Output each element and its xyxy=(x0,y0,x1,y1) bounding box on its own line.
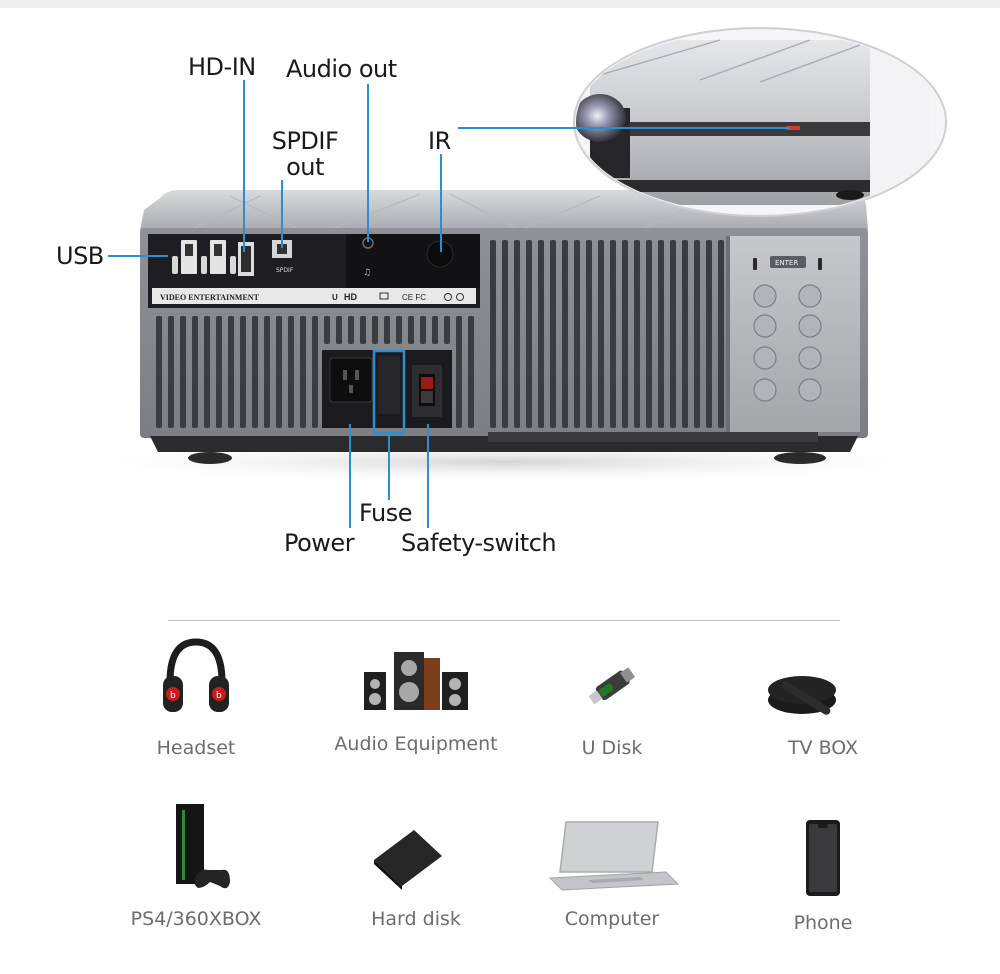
device-label-phone: Phone xyxy=(793,912,853,934)
device-label-computer: Computer xyxy=(564,908,660,930)
usb-drive-icon xyxy=(588,667,636,705)
ir-label: IR xyxy=(428,127,451,155)
spdif-label-line1: SPDIF xyxy=(271,127,339,155)
svg-text:♫: ♫ xyxy=(363,268,371,278)
device-label-game-console: PS4/360XBOX xyxy=(130,908,262,930)
fuse-label: Fuse xyxy=(359,499,412,527)
spdif-label-line2: out xyxy=(286,153,324,181)
enter-key-print: ENTER xyxy=(775,259,798,267)
device-label-u-disk: U Disk xyxy=(581,737,643,759)
audio-out-label: Audio out xyxy=(286,55,397,83)
hd-in-label: HD-IN xyxy=(188,53,256,81)
game-console-icon xyxy=(176,804,230,889)
usb-label: USB xyxy=(56,242,104,270)
top-band xyxy=(0,0,1000,8)
svg-text:U: U xyxy=(332,293,338,302)
brand-print: VIDEO ENTERTAINMENT xyxy=(160,293,260,302)
svg-text:b: b xyxy=(216,691,222,701)
svg-text:HD: HD xyxy=(344,292,357,302)
device-label-tv-box: TV BOX xyxy=(787,737,859,759)
tv-box-icon xyxy=(768,676,836,715)
spdif-out-label: SPDIF out xyxy=(262,128,348,180)
device-label-headset: Headset xyxy=(156,737,236,759)
hard-disk-icon xyxy=(374,830,442,890)
phone-icon xyxy=(806,820,840,896)
safety-switch-label: Safety-switch xyxy=(401,529,557,557)
projector-rear-view: SPDIF ♫ VIDEO ENTERTAINMENT U HD CE FC E… xyxy=(35,27,975,528)
power-label: Power xyxy=(284,529,355,557)
device-label-audio-equipment: Audio Equipment xyxy=(334,733,498,755)
section-divider xyxy=(168,620,840,621)
device-label-hard-disk: Hard disk xyxy=(371,908,461,930)
svg-text:b: b xyxy=(170,691,176,701)
headphones-icon: b b xyxy=(163,638,229,712)
speaker-system-icon xyxy=(364,652,468,710)
laptop-icon xyxy=(548,821,680,891)
spdif-port-print: SPDIF xyxy=(276,267,294,274)
cert-print: CE FC xyxy=(402,293,426,302)
